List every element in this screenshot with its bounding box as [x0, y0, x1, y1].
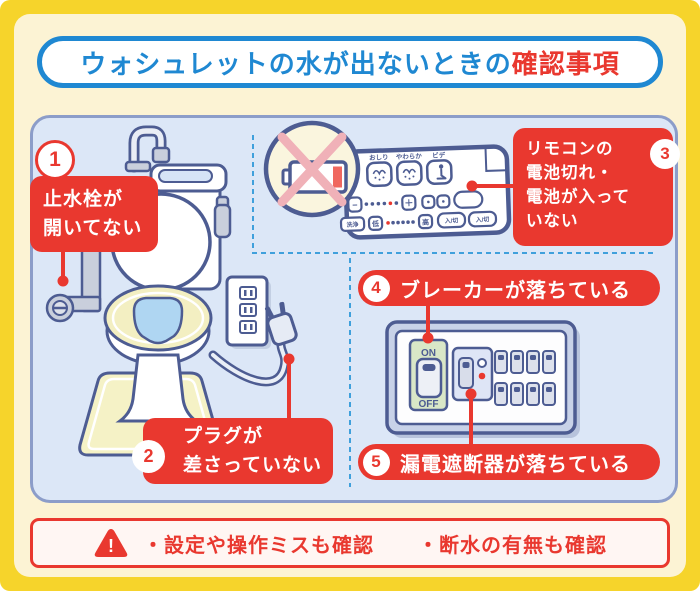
high-label: 高 [422, 217, 429, 226]
callout-text-4: ブレーカーが落ちている [400, 279, 631, 302]
remote-button-bide [425, 159, 453, 185]
callout-label-4: 4 ブレーカーが落ちている [358, 270, 660, 306]
breaker-panel-illustration: ON OFF [385, 320, 580, 438]
plus-glyph: ＋ [404, 198, 413, 208]
title-highlight: 確認事項 [511, 48, 620, 79]
level-dots-row3 [386, 220, 415, 225]
illustration-scene: おしり やわらか ビデ [45, 120, 657, 487]
callout-label-5: 5 漏電遮断器が落ちている [358, 444, 660, 480]
remote-button-power-1 [436, 211, 467, 229]
remote-button-wash [339, 216, 366, 232]
callout-label-1: 止水栓が 開いてない [30, 176, 158, 252]
callout-text-5: 漏電遮断器が落ちている [400, 453, 631, 476]
wall-outlet-icon [225, 275, 271, 349]
flush-handle [213, 195, 232, 239]
battery-low-bar [333, 166, 342, 188]
leakage-breaker [451, 346, 494, 402]
callout-label-2: プラグが 差さっていない [143, 418, 333, 484]
breaker-off-label: OFF [419, 399, 439, 410]
footer-note-bar: ! ・設定や操作ミスも確認 ・断水の有無も確認 [30, 518, 670, 568]
tank-faucet [124, 125, 171, 173]
remote-button-power-2 [467, 210, 498, 228]
bowl-water [132, 296, 184, 345]
x-mark-icon [277, 132, 347, 207]
spray-dots [374, 175, 415, 181]
power-plug-icon [264, 301, 298, 346]
main-breaker-switch: ON OFF [408, 338, 449, 412]
remote-button-high [417, 213, 434, 230]
remote-control-illustration: おしり やわらか ビデ [339, 144, 512, 240]
washlet-seat [103, 284, 213, 352]
title-text: ウォシュレットの水が出ないときの [80, 48, 512, 79]
minus-glyph: − [352, 200, 358, 210]
page-title: ウォシュレットの水が出ないときの確認事項 [37, 36, 663, 88]
callout-number-3: 3 [650, 139, 680, 169]
callout-label-3: リモコンの 電池切れ・ 電池が入って いない [513, 128, 673, 246]
spray-icon [372, 168, 417, 176]
callout-number-2: 2 [132, 440, 165, 473]
remote-button-low [367, 215, 384, 231]
shutoff-valve-icon [45, 293, 75, 323]
bide-figure-icon [436, 164, 447, 180]
remote-label-oshiri: おしり [369, 152, 389, 162]
callout-number-4: 4 [363, 274, 390, 302]
callout-number-1: 1 [35, 140, 75, 180]
remote-label-yawaraka: やわらか [396, 151, 423, 161]
power-cord [208, 338, 290, 387]
power-label-1: 入/切 [444, 217, 459, 225]
wash-label: 洗浄 [346, 220, 358, 228]
remote-button-plus [401, 194, 417, 211]
warning-exclamation: ! [108, 536, 114, 556]
dashed-region-border [252, 135, 657, 254]
footer-note-1: ・設定や操作ミスも確認 [143, 534, 374, 557]
low-label: 低 [371, 219, 379, 228]
remote-blank-button [453, 190, 484, 209]
callout-connectors [61, 184, 516, 447]
warning-icon: ! [94, 528, 128, 557]
callout-number-5: 5 [363, 448, 390, 476]
power-label-2: 入/切 [475, 216, 490, 224]
remote-label-bide: ビデ [432, 150, 446, 159]
footer-note-2: ・断水の有無も確認 [418, 534, 607, 557]
breaker-on-label: ON [421, 348, 436, 359]
connector-dots [57, 180, 478, 400]
remote-button-minus [347, 196, 363, 213]
dead-battery-icon [263, 120, 361, 218]
level-dots-row2 [364, 201, 399, 206]
